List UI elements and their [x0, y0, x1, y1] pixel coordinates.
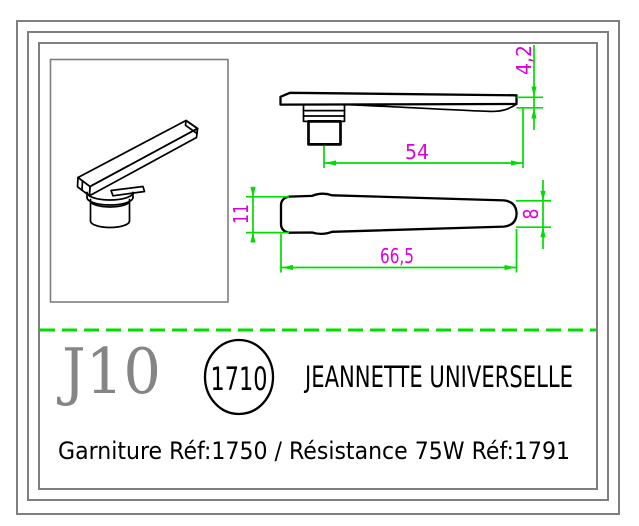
side-sole-taper — [347, 103, 518, 113]
iso-cylinder-neck-ring — [89, 200, 131, 208]
side-view — [279, 91, 518, 146]
dim-4-2-value: 4,2 — [512, 45, 536, 75]
inner-frame — [38, 42, 598, 490]
iso-cylinder-sides — [89, 198, 131, 222]
dimension-66-5: 66,5 — [280, 229, 518, 273]
dim-54-value: 54 — [405, 140, 429, 164]
title-block: J10 1710 JEANNETTE UNIVERSELLE Garniture… — [56, 335, 573, 465]
outer-frame — [16, 20, 620, 515]
sheet-frames — [16, 20, 620, 515]
dim-54-arrow-left — [325, 160, 336, 166]
parts-note: Garniture Réf:1750 / Résistance 75W Réf:… — [58, 437, 570, 465]
dimension-8: 8 — [516, 180, 551, 249]
dim-8-arrow-bottom — [540, 226, 546, 238]
dimension-11: 11 — [229, 186, 289, 243]
dim-66-5-value: 66,5 — [380, 244, 414, 268]
side-boss-block — [307, 120, 342, 146]
iso-bar-chamfer-line — [81, 179, 84, 192]
plan-outline — [279, 192, 518, 236]
iso-bar-near-face — [76, 176, 91, 197]
iso-cylinder-bottom — [89, 220, 131, 229]
ref-number: 1710 — [211, 360, 268, 398]
dim-4-2-arrow-top — [531, 86, 537, 97]
dim-11-arrow-top — [250, 186, 256, 198]
isometric-view — [49, 58, 229, 303]
dim-11-value: 11 — [229, 204, 253, 224]
dim-54-arrow-right — [511, 160, 522, 166]
dim-66-5-arrow-right — [504, 264, 516, 271]
iso-tongue — [110, 185, 146, 197]
model-code: J10 — [56, 335, 161, 408]
dim-8-arrow-top — [540, 190, 546, 202]
plan-view — [279, 192, 518, 236]
iso-flange-bottom-rim — [86, 196, 134, 206]
dim-8-value: 8 — [519, 209, 543, 220]
product-name: JEANNETTE UNIVERSELLE — [304, 360, 573, 394]
side-boss-flange — [302, 103, 346, 123]
side-plate — [279, 91, 518, 106]
dim-4-2-arrow-bottom — [531, 108, 537, 119]
ref-circle — [203, 338, 275, 416]
middle-frame — [27, 31, 609, 501]
dim-54-lines — [323, 107, 524, 168]
side-boss-rings — [302, 109, 346, 117]
iso-bar-top-face — [77, 119, 199, 188]
dim-66-5-arrow-left — [282, 264, 293, 271]
iso-flange-top-rim — [86, 191, 134, 201]
dim-66-5-lines — [280, 229, 518, 273]
isometric-view-box — [49, 58, 229, 303]
dimension-4-2: 4,2 — [512, 45, 543, 130]
dimension-54: 54 — [323, 107, 524, 168]
dim-11-arrow-bottom — [250, 232, 256, 243]
